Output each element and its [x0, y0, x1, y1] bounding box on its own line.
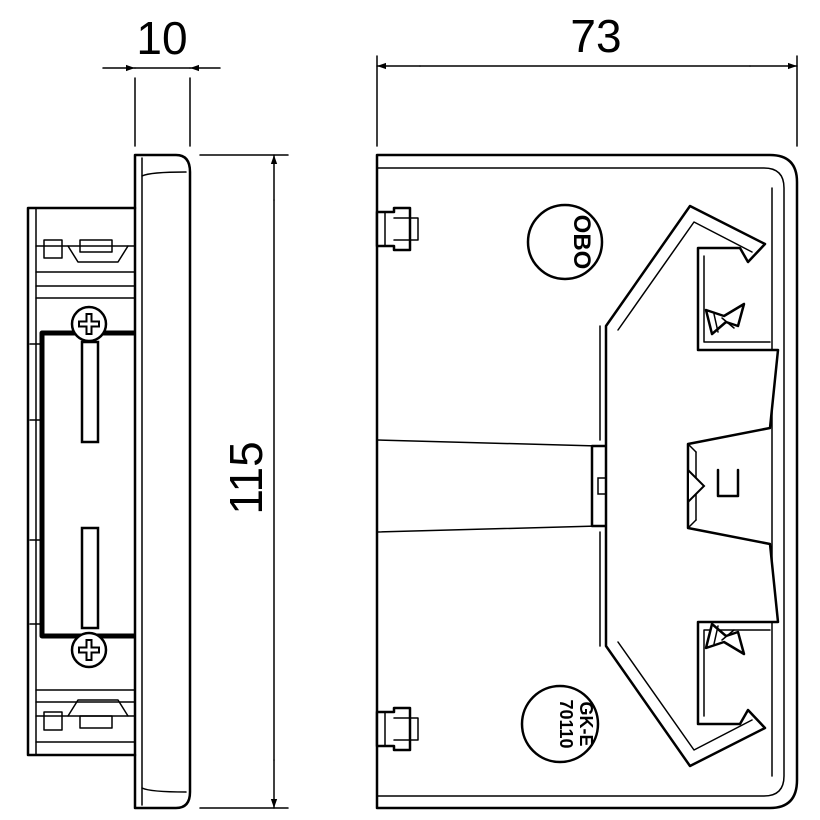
dimension-height: 115: [199, 154, 289, 809]
u-channel-symbol-icon: [716, 468, 740, 498]
side-view-upper-slot: [80, 340, 100, 444]
front-view-center-arrow: [687, 467, 706, 505]
dimension-label-10: 10: [136, 12, 187, 64]
front-view-lower-spring: [704, 622, 746, 656]
part-number-text: 70110: [556, 699, 576, 748]
dimension-label-115: 115: [220, 441, 272, 514]
brand-stamp: OBO: [526, 203, 604, 281]
dimension-label-73: 73: [570, 10, 621, 62]
front-view-upper-latch: [375, 206, 419, 252]
front-view-center-band: [376, 439, 614, 533]
side-view-body: [26, 206, 137, 757]
front-view-upper-spring: [704, 302, 746, 336]
brand-stamp-text: OBO: [568, 215, 595, 270]
dimension-width-front: 73: [376, 10, 798, 147]
front-view-outline: [375, 153, 799, 810]
model-stamp: GK-E 70110: [520, 684, 600, 764]
front-view: OBO GK-E 70110: [375, 153, 799, 810]
phillips-screw-icon: [70, 305, 108, 343]
side-view-bottom-clip: [35, 689, 136, 743]
model-stamp-text: GK-E: [576, 702, 596, 747]
dimension-width-side: 10: [102, 12, 221, 147]
side-view-cover-plate: [133, 153, 192, 810]
side-view: [26, 153, 192, 810]
side-view-top-clip: [35, 239, 136, 299]
phillips-screw-icon: [70, 631, 108, 669]
side-view-lower-slot: [80, 526, 100, 630]
front-view-lower-latch: [375, 706, 419, 752]
